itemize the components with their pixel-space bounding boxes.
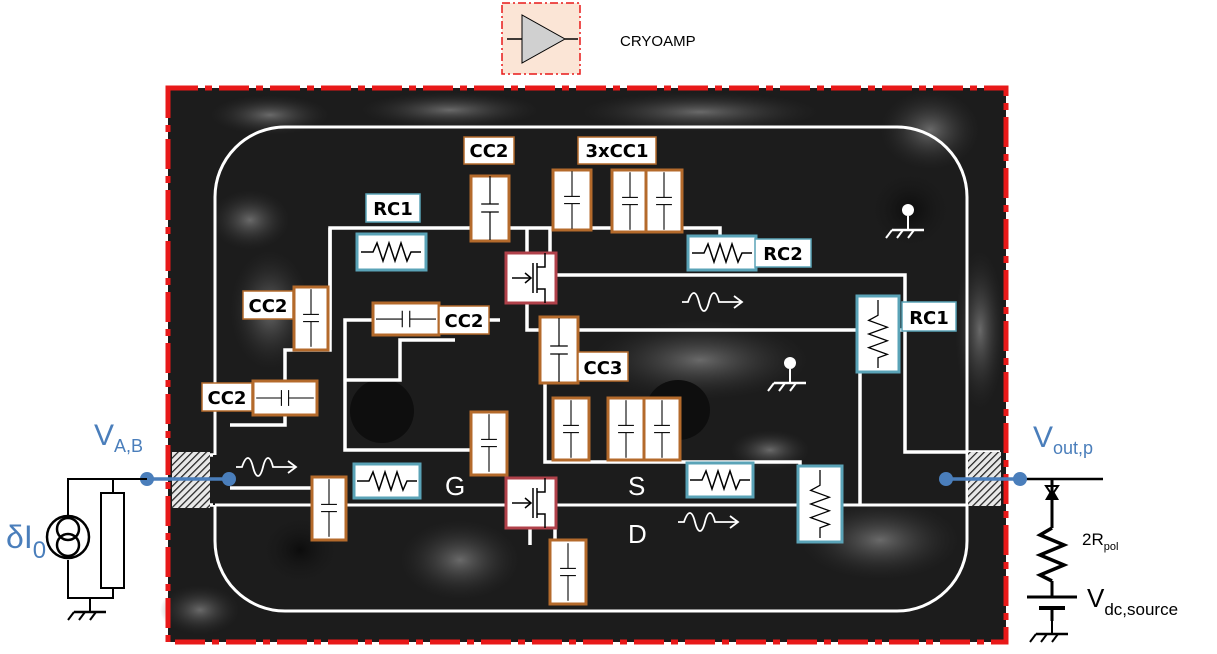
amplifier-icon [507,14,578,64]
cryoamp-frame [165,85,1009,645]
bias-resistor-label: 2Rpol [1082,530,1118,553]
output-node-dot [1013,472,1027,486]
label-rc1-left: RC1 [365,193,421,223]
capacitor-input [310,475,348,542]
capacitor-gate-upper [469,410,509,477]
label-rc2: RC2 [754,238,812,268]
dc-source-label: Vdc,source [1087,583,1178,619]
label-rc1-left-text: RC1 [373,199,413,220]
source-label: S [628,471,645,501]
title-legend: CRYOAMP [501,2,696,75]
label-cc2-mid-text: CC2 [445,311,484,332]
capacitor-cc1-c [644,168,684,234]
output-node [939,472,1103,486]
capacitor-cc3 [538,315,580,385]
output-node-label: Vout,p [1033,421,1093,458]
resistor-rc2 [686,234,758,272]
label-cc2-top: CC2 [463,136,515,165]
resistor-rc1-right [855,294,901,374]
resistor-rc1-left [355,232,428,272]
capacitor-drain-lower [548,538,588,606]
current-source-label: δI0 [6,519,46,564]
label-cc2-mid: CC2 [438,305,490,335]
drain-label: D [628,519,647,549]
label-cc2-left: CC2 [242,290,294,320]
label-cc2-lower-text: CC2 [208,388,247,409]
label-cc1-group-text: 3xCC1 [585,141,648,162]
resistor-source [685,461,755,499]
resistor-drain [796,464,844,544]
package-outline [213,125,969,613]
resistor-gate [352,462,422,500]
label-cc3: CC3 [577,351,629,382]
arrow-bias-icon [1045,488,1059,500]
board-texture [160,90,1005,635]
capacitor-source-b [606,396,646,462]
label-rc2-text: RC2 [763,244,803,265]
capacitor-cc2-mid [371,301,441,337]
label-cc2-left-text: CC2 [249,296,288,317]
label-cc1-group: 3xCC1 [577,136,657,165]
capacitor-source-a [551,396,591,462]
label-rc1-right-text: RC1 [909,308,949,329]
bias-circuit [1027,479,1077,621]
label-cc2-top-text: CC2 [470,141,509,162]
capacitor-cc1-a [551,168,593,232]
transistor-upper [504,251,558,305]
current-source-icon [45,514,91,560]
output-pad-dot [939,472,953,486]
capacitor-cc2-left [292,285,330,352]
title-text: CRYOAMP [620,33,696,50]
ground-icon-output [1028,618,1070,644]
ground-icon-input [66,596,108,622]
input-node-label: VA,B [94,419,143,456]
label-rc1-right: RC1 [901,301,957,332]
label-cc3-text: CC3 [584,358,623,379]
capacitor-source-c [642,396,682,462]
capacitor-cc2-lower [251,379,319,417]
capacitor-cc2-top [469,174,511,243]
input-source-circuit [67,478,147,604]
gate-label: G [445,471,465,501]
transistor-lower [504,476,558,530]
input-pad-dot [222,472,236,486]
capacitor-cc1-b [610,168,650,234]
label-cc2-lower: CC2 [201,382,253,412]
